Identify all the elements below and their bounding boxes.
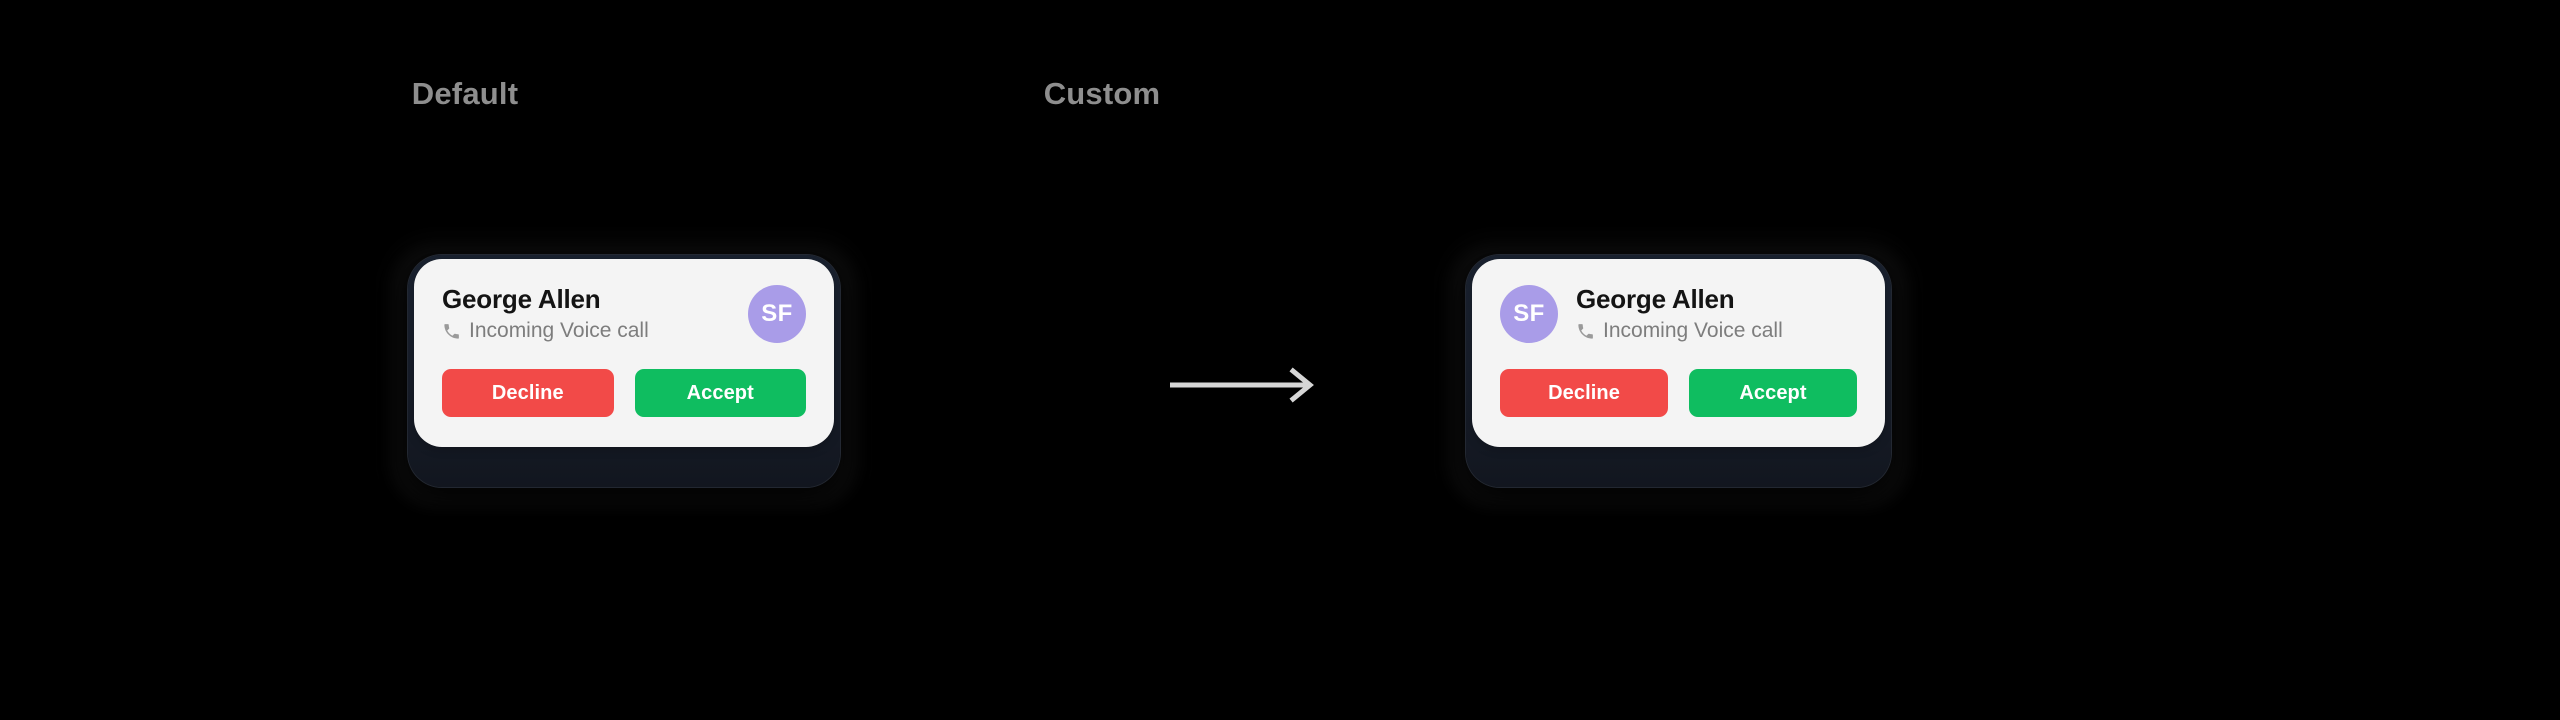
call-status-text: Incoming Voice call xyxy=(469,319,649,343)
notification-preview-default: George Allen Incoming Voice call SF xyxy=(390,241,858,508)
card-header: SF George Allen Incoming Voice call xyxy=(1500,284,1857,344)
call-notification-card-default[interactable]: George Allen Incoming Voice call SF xyxy=(414,259,834,448)
section-label-custom: Custom xyxy=(1043,76,1161,111)
caller-info: George Allen Incoming Voice call xyxy=(1576,284,1783,343)
phone-handset-icon xyxy=(1576,322,1595,341)
caller-info: George Allen Incoming Voice call xyxy=(442,284,649,343)
device-frame: George Allen Incoming Voice call SF xyxy=(408,255,840,488)
caller-name: George Allen xyxy=(1576,284,1735,314)
right-arrow-icon xyxy=(1168,367,1318,403)
caller-name: George Allen xyxy=(442,284,601,314)
notification-preview-custom: SF George Allen Incoming Voice call xyxy=(1448,241,1909,508)
call-status-text: Incoming Voice call xyxy=(1603,319,1783,343)
accept-button[interactable]: Accept xyxy=(1689,369,1857,418)
avatar: SF xyxy=(748,285,806,344)
call-status-row: Incoming Voice call xyxy=(1576,319,1783,343)
avatar: SF xyxy=(1500,285,1558,344)
phone-handset-icon xyxy=(442,322,461,341)
decline-button[interactable]: Decline xyxy=(442,369,614,418)
call-status-row: Incoming Voice call xyxy=(442,319,649,343)
card-header: George Allen Incoming Voice call SF xyxy=(442,284,806,344)
device-frame: SF George Allen Incoming Voice call xyxy=(1466,255,1891,488)
section-label-default: Default xyxy=(411,76,519,111)
decline-button[interactable]: Decline xyxy=(1500,369,1668,418)
card-actions: Decline Accept xyxy=(1500,369,1857,418)
card-actions: Decline Accept xyxy=(442,369,806,418)
accept-button[interactable]: Accept xyxy=(634,369,806,418)
call-notification-card-custom[interactable]: SF George Allen Incoming Voice call xyxy=(1472,259,1885,448)
